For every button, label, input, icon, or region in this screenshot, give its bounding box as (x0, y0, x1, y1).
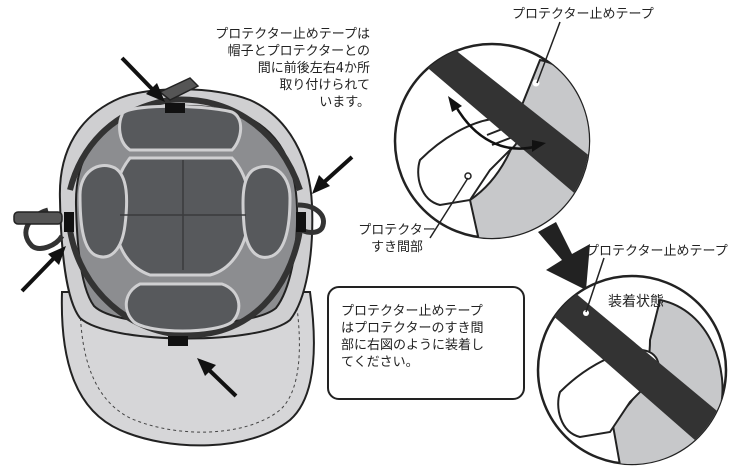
tape-bottom (168, 336, 188, 346)
instruction-box (327, 286, 525, 400)
top-note-line: プロテクター止めテープは (215, 27, 370, 42)
detail-after (536, 274, 728, 466)
left-strap (13, 211, 63, 225)
pad-seam (120, 160, 246, 270)
pad-bottom (124, 282, 241, 333)
transition-arrow (538, 222, 590, 290)
gap-label-line: すき間部 (370, 240, 423, 255)
detail-before-motion-head-2 (532, 140, 546, 152)
detail-before-tape (395, 44, 589, 215)
pad-center (112, 156, 251, 277)
instruction-line: 部に右図のように装着し (341, 338, 485, 353)
top-note: プロテクター止めテープは 帽子とプロテクターとの 間に前後左右4か所 取り付けら… (150, 26, 370, 111)
tape-left (64, 212, 74, 232)
top-note-line: 取り付けられて (279, 78, 370, 93)
pad-top (118, 104, 243, 152)
detail-before-motion-head-1 (448, 96, 462, 112)
pointer-arrows (20, 56, 354, 398)
gap-label-line: プロテクター (358, 223, 436, 238)
arrow-left (20, 254, 58, 293)
arrow-top-head (146, 83, 165, 102)
pad-right (241, 165, 292, 259)
top-note-line: 間に前後左右4か所 (257, 61, 370, 76)
arrow-bottom-head (197, 358, 216, 376)
top-note-line: 帽子とプロテクターとの (227, 44, 370, 59)
instruction-line: プロテクター止めテープ (341, 304, 483, 319)
pad-left (78, 164, 129, 259)
right-buckle (297, 202, 326, 235)
top-note-line: います。 (319, 95, 370, 110)
instruction-line: はプロテクターのすき間 (341, 321, 484, 336)
gap-label: プロテクター すき間部 (342, 222, 452, 256)
leader-top-label (536, 21, 561, 84)
instruction-text: プロテクター止めテープ はプロテクターのすき間 部に右図のように装着し てくださ… (341, 303, 517, 371)
leader-bottom-label (585, 257, 605, 313)
detail-after-tape-dot (583, 310, 589, 316)
detail-after-tape (538, 282, 726, 455)
detail-before-label: プロテクター止めテープ (512, 7, 654, 22)
tape-right (296, 212, 306, 232)
top-adjuster (158, 77, 200, 101)
tape-top (165, 103, 185, 113)
detail-before (393, 42, 591, 240)
arrow-top (120, 56, 157, 94)
arrow-bottom (205, 366, 238, 398)
arrow-right-head (312, 175, 330, 194)
protector-pads (78, 104, 292, 333)
detail-before-motion-arrow (453, 104, 539, 150)
arrow-right (320, 155, 354, 186)
state-label: 装着状態 (608, 294, 664, 310)
arrow-left-head (48, 246, 66, 265)
leader-gap-label (429, 177, 469, 239)
detail-after-label: プロテクター止めテープ (586, 244, 728, 259)
cap-illustration (13, 77, 326, 447)
instruction-line: てください。 (341, 355, 419, 370)
